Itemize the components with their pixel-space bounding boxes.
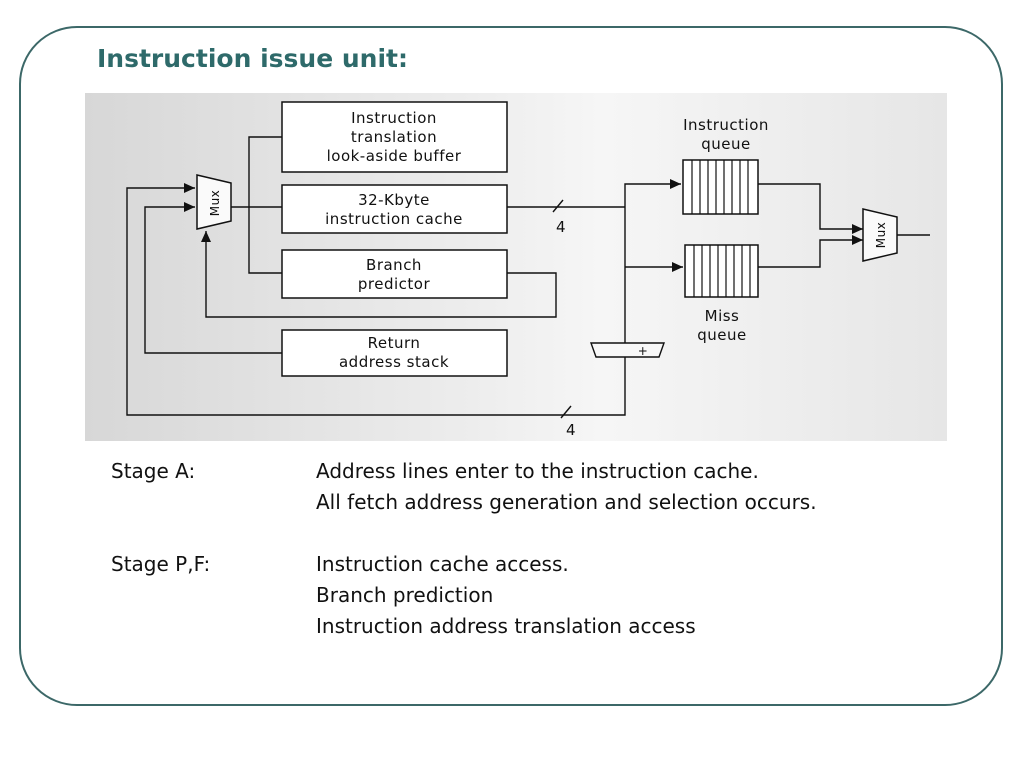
slide-title: Instruction issue unit: [97,44,408,73]
stage-pf-line-3: Instruction address translation access [316,614,696,638]
adder-label: + [638,344,649,358]
stage-pf-line-1: Instruction cache access. [316,552,569,576]
miss-queue: Miss queue [684,244,759,344]
stage-a-label: Stage A: [111,459,196,483]
slide-frame [19,26,1003,706]
stage-pf-line-2: Branch prediction [316,583,494,607]
address-adder: + [590,342,665,358]
branch-label-line-1: Branch [366,256,422,274]
branch-predictor-box: Branch predictor [281,249,508,299]
issue-mux-label: Mux [874,222,888,249]
ras-label-line-1: Return [368,334,421,352]
icache-label-line-2: instruction cache [325,210,463,228]
tlb-box: Instruction translation look-aside buffe… [281,101,508,173]
bus-width-label-bottom: 4 [566,421,576,439]
missq-label-line-1: Miss [705,307,740,325]
stage-pf-label: Stage P,F: [111,552,211,576]
fetch-mux: Mux [196,174,232,230]
arrow-heads [184,179,863,272]
instruction-issue-diagram: Mux Mux Instruction translation look-asi… [85,93,947,441]
icache-box: 32-Kbyte instruction cache [281,184,508,234]
stage-a-line-2: All fetch address generation and selecti… [316,490,817,514]
ras-label-line-2: address stack [339,353,449,371]
tlb-label-line-3: look-aside buffer [327,147,462,165]
fetch-mux-label: Mux [208,190,222,217]
bus-width-label-top: 4 [556,218,566,236]
iqueue-label-line-1: Instruction [683,116,769,134]
wires [126,136,930,419]
iqueue-label-line-2: queue [701,135,751,153]
stage-a-line-1: Address lines enter to the instruction c… [316,459,759,483]
tlb-label-line-2: translation [351,128,437,146]
return-address-stack-box: Return address stack [281,329,508,377]
branch-label-line-2: predictor [358,275,431,293]
tlb-label-line-1: Instruction [351,109,437,127]
instruction-queue: Instruction queue [682,116,769,215]
icache-label-line-1: 32-Kbyte [358,191,430,209]
missq-label-line-2: queue [697,326,747,344]
issue-mux: Mux [862,208,898,262]
